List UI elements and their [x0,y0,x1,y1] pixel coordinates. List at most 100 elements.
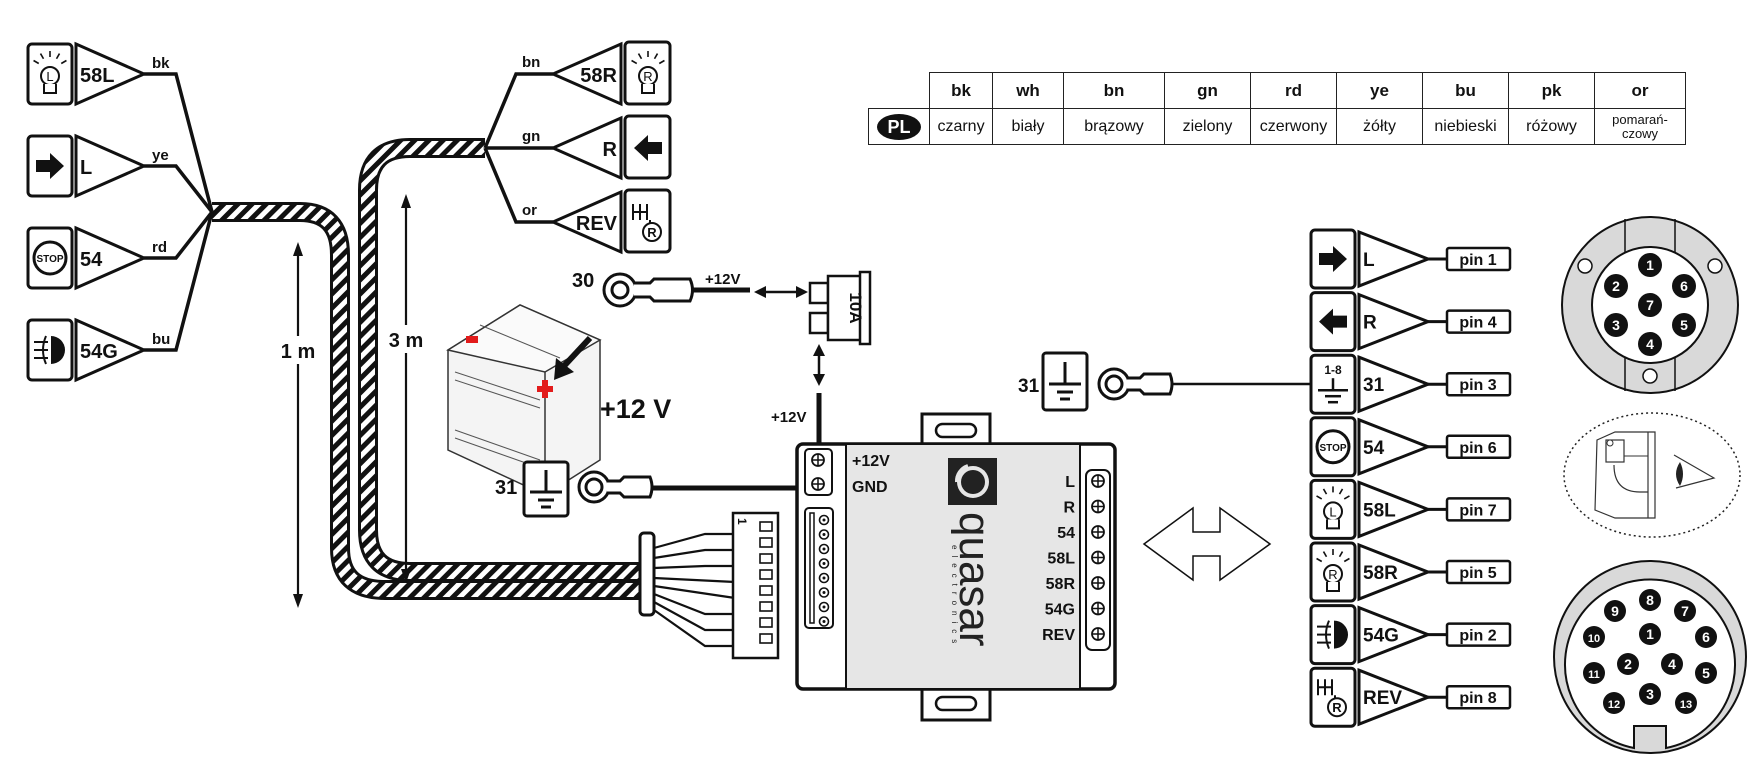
module-label-gnd: GND [852,479,888,496]
left-group-item: Lye [26,133,169,199]
socket-pin: 9 [1604,600,1626,622]
fog-light-icon [1317,620,1349,649]
legend-name-ye: żółty [1336,108,1423,145]
svg-text:13: 13 [1680,699,1692,711]
ground-terminal-31-socket: 31 [1018,351,1312,412]
turn-left-arrow-icon [36,153,64,179]
turn-right-arrow-icon [1319,308,1347,335]
socket-pin: 7 [1674,600,1696,622]
quasar-logo: quasar electronics [948,458,999,649]
battery-minus-terminal [466,336,478,343]
module-feed-label: +12V [771,409,806,426]
ground-terminal-label: 31 [495,477,517,499]
battery-voltage-label: +12 V [600,394,671,424]
legend-name-bk: czarny [929,108,993,145]
reverse-gear-icon: R [632,204,662,242]
top-group-item: REV Ror [522,188,672,255]
terminal-label: R [603,139,618,161]
svg-text:12: 12 [1608,699,1620,711]
svg-text:1: 1 [1646,626,1654,642]
length-label-3m: 3 m [389,330,423,352]
terminal-label: L [1363,250,1375,271]
svg-text:6: 6 [1680,278,1688,294]
svg-text:R: R [1328,567,1337,582]
eight-pin-plug: 1 [731,511,780,660]
socket-pin-row: R REV pin 8 [1309,666,1512,728]
turn-left-arrow-icon [1319,246,1347,272]
position-light-left-icon: L [33,51,67,94]
svg-text:4: 4 [1668,656,1676,672]
terminal-label: 54G [80,341,118,363]
svg-text:2: 2 [1612,278,1620,294]
legend-code-ye: ye [1336,72,1423,109]
svg-text:1: 1 [1646,257,1654,273]
terminal-label: 58R [580,65,617,87]
socket-pin: 13 [1675,692,1697,714]
svg-text:11: 11 [1588,669,1600,681]
turn-right-arrow-icon [634,135,662,161]
socket-pin: 2 [1604,274,1628,298]
position-light-right-icon: R [631,51,665,94]
top-group-item: Rgn [522,114,672,181]
svg-text:10: 10 [1588,633,1600,645]
pin-number-label: pin 4 [1459,315,1496,332]
pin-number-label: pin 1 [1459,252,1496,269]
legend-code-bn: bn [1063,72,1165,109]
position-light-right-icon: R [1316,549,1350,592]
wire-color-label: or [522,202,537,219]
legend-name-bn: brązowy [1063,108,1165,145]
legend-code-bu: bu [1422,72,1509,109]
left-group-item: 54G bu [26,317,170,383]
battery-plus-terminal [537,380,553,398]
plug-pin [759,553,773,564]
socket-view-illustration [1563,412,1741,538]
top-group-wires [483,72,553,224]
output-screw-terminal [1091,550,1105,565]
double-arrow-horizontal [754,286,808,298]
plug-pin [759,633,773,644]
terminal-label: REV [1363,688,1402,709]
ground-terminal-label-2: 31 [1018,376,1040,397]
wire-color-label: gn [522,128,540,145]
reverse-gear-icon: R [1317,679,1347,718]
legend-code-wh: wh [992,72,1064,109]
plug-pin1-label: 1 [735,518,749,525]
terminal-label: 54G [1363,626,1399,647]
svg-text:4: 4 [1646,336,1654,352]
svg-text:7: 7 [1681,603,1689,619]
wire-color-label: bu [152,331,170,348]
socket-pin: 8 [1639,589,1661,611]
svg-text:9: 9 [1611,603,1619,619]
svg-text:6: 6 [1702,629,1710,645]
svg-text:5: 5 [1680,317,1688,333]
terminal-label: L [80,157,92,179]
socket-pin: 3 [1639,683,1661,705]
svg-text:STOP: STOP [1319,443,1346,454]
brand-name: quasar [950,512,999,647]
wire-color-label: rd [152,239,167,256]
output-screw-terminal [1091,499,1105,514]
module-output-label: 54G [1045,602,1075,619]
terminal-label: REV [576,213,618,235]
svg-text:R: R [1332,700,1342,715]
socket-pin: 1 [1639,623,1661,645]
socket-pin: 7 [1638,293,1662,317]
legend-code-gn: gn [1164,72,1251,109]
svg-text:2: 2 [1624,656,1632,672]
connector-wires [638,531,736,648]
pin-number-label: pin 8 [1459,690,1496,707]
